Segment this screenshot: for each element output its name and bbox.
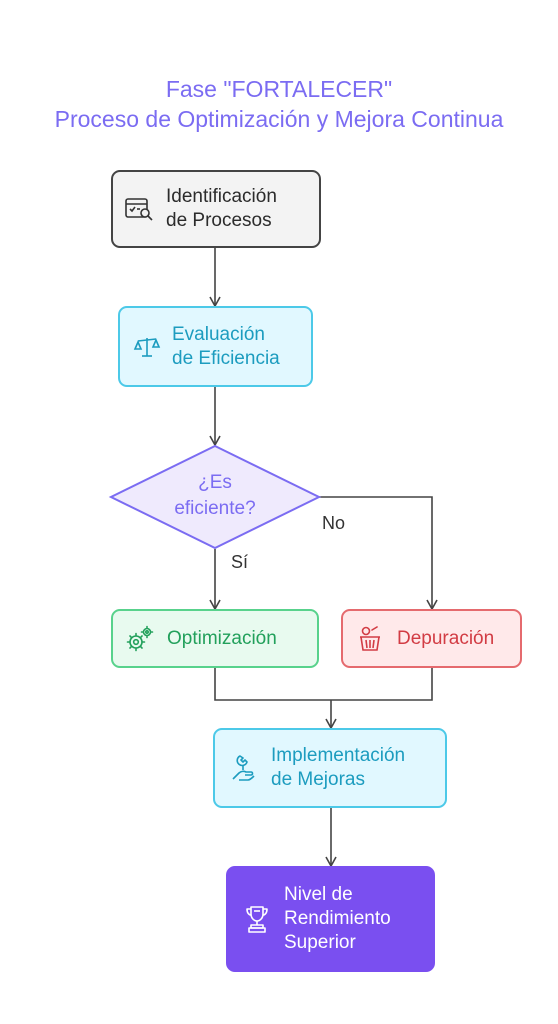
- node-label: Depuración: [397, 627, 495, 649]
- edge-depuracion-merge: [331, 668, 433, 701]
- diagram-title-line-2: Proceso de Optimización y Mejora Continu…: [54, 106, 504, 132]
- trophy-icon: [242, 903, 272, 935]
- edge-decision-depuracion: [319, 496, 438, 611]
- balance-scale-icon: [132, 335, 162, 359]
- node-nivel-de-rendimiento-superior: Nivel de Rendimiento Superior: [226, 866, 435, 972]
- wrench-hand-icon: [229, 753, 259, 783]
- edge-label-no: No: [322, 513, 346, 533]
- trash-basket-icon: [355, 625, 385, 653]
- node-label: Implementación de Mejoras: [271, 745, 406, 790]
- node-identificacion-de-procesos: Identificación de Procesos: [111, 170, 321, 248]
- node-evaluacion-de-eficiencia: Evaluación de Eficiencia: [118, 306, 313, 387]
- node-label: Optimización: [167, 627, 277, 649]
- process-search-icon: [124, 197, 154, 221]
- gears-icon: [125, 625, 155, 653]
- node-implementacion-de-mejoras: Implementación de Mejoras: [213, 728, 447, 808]
- decision-label: ¿Es eficiente?: [174, 472, 256, 519]
- node-label: Identificación de Procesos: [166, 186, 277, 231]
- node-optimizacion: Optimización: [111, 609, 319, 668]
- node-label: Evaluación de Eficiencia: [172, 323, 280, 369]
- diagram-title-line-1: Fase "FORTALECER": [165, 76, 393, 102]
- node-label: Nivel de Rendimiento Superior: [284, 884, 391, 953]
- decision-diamond: [108, 444, 322, 550]
- edge-label-si: Sí: [231, 552, 249, 572]
- decision-es-eficiente: ¿Es eficiente?: [151, 470, 279, 522]
- edge-optimizacion-merge: [214, 668, 331, 701]
- node-depuracion: Depuración: [341, 609, 522, 668]
